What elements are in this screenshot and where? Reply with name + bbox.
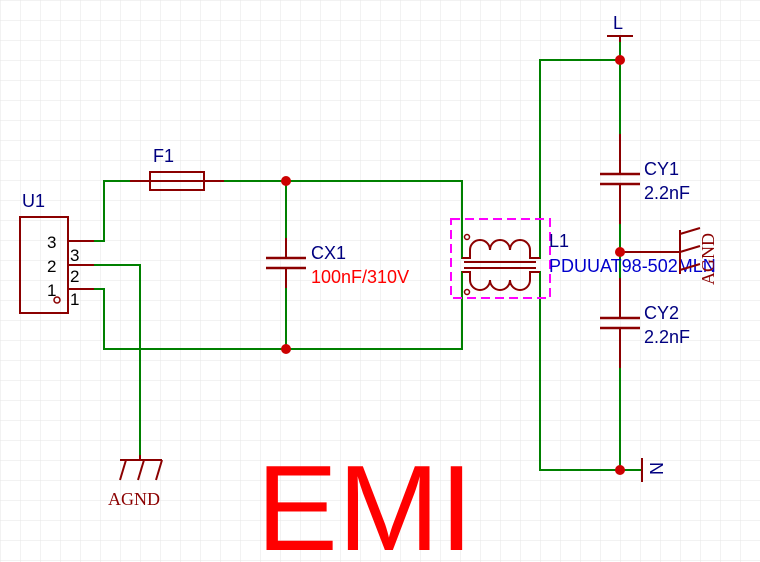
u1-designator: U1 [22, 191, 45, 211]
u1-pin-name-2: 2 [47, 257, 56, 276]
u1-pin-number-2: 2 [70, 267, 79, 286]
wire-u1-pin2-to-agnd [93, 264, 141, 456]
diagram-title: EMI [257, 440, 474, 562]
u1-pin-number-1: 1 [70, 290, 79, 309]
cy2-value: 2.2nF [644, 327, 690, 347]
net-n-label: N [646, 462, 666, 475]
l1-value: PDUUAT98-502MLN [549, 256, 716, 276]
pin1-marker-icon [53, 296, 61, 304]
net-l-label: L [613, 13, 623, 33]
cy1-value: 2.2nF [644, 183, 690, 203]
cx1-value: 100nF/310V [311, 267, 409, 287]
wire-u1-pin3-to-f1 [93, 180, 151, 242]
ground-agnd-left[interactable]: AGND [108, 455, 163, 509]
cx1-designator: CX1 [311, 243, 346, 263]
l1-dot-top-icon [463, 233, 471, 241]
wire-l1-to-l-net [539, 59, 621, 259]
capacitor-cx1[interactable]: CX1 100nF/310V [266, 238, 409, 288]
junction-dot-icon [281, 344, 291, 354]
wire-l1-to-n-net [539, 271, 641, 471]
cy2-designator: CY2 [644, 303, 679, 323]
junction-dot-icon [615, 55, 625, 65]
connector-u1[interactable]: U1 3 2 1 3 2 1 [19, 191, 94, 314]
cy1-designator: CY1 [644, 159, 679, 179]
u1-pin-number-3: 3 [70, 246, 79, 265]
junction-dot-icon [615, 247, 625, 257]
u1-pin-name-1: 1 [47, 281, 56, 300]
u1-pin-name-3: 3 [47, 233, 56, 252]
agnd-right-label: AGND [698, 233, 718, 285]
l1-dot-bottom-icon [463, 288, 471, 296]
choke-l1[interactable]: L1 PDUUAT98-502MLN [450, 218, 716, 299]
junction-dot-icon [615, 465, 625, 475]
net-port-l[interactable]: L [607, 13, 633, 42]
l1-designator: L1 [549, 231, 569, 251]
wire-u1-pin1-return [93, 271, 463, 350]
selection-highlight [450, 218, 551, 299]
f1-designator: F1 [153, 146, 174, 166]
capacitor-cy2[interactable]: CY2 2.2nF [600, 278, 690, 368]
net-port-n[interactable]: N [641, 458, 666, 482]
ground-agnd-right[interactable]: AGND [620, 227, 718, 285]
junction-dot-icon [281, 176, 291, 186]
capacitor-cy1[interactable]: CY1 2.2nF [600, 134, 690, 224]
fuse-f1[interactable]: F1 [130, 146, 224, 191]
inductor-icon [462, 239, 540, 291]
junctions [281, 55, 625, 475]
agnd-left-label: AGND [108, 489, 160, 509]
